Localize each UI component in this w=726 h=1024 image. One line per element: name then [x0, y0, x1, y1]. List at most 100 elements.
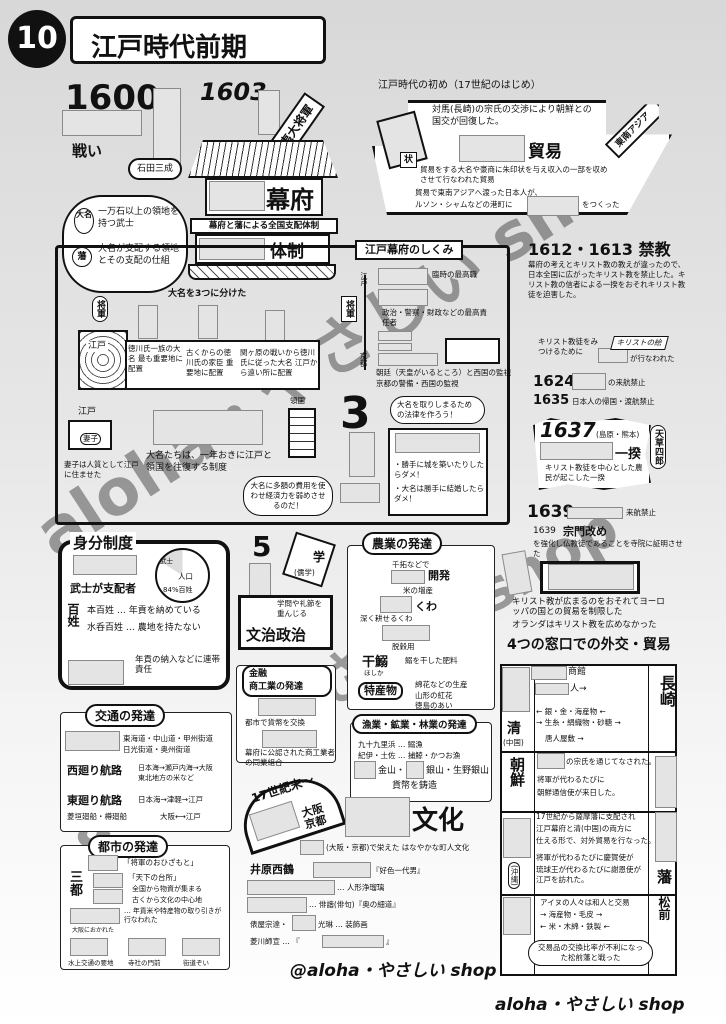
east-desc: 日本海→津軽→江戸 — [138, 795, 204, 804]
org-top: 臨時の最高職 — [432, 270, 477, 279]
answer-blank[interactable] — [535, 683, 569, 695]
law-speech: 大名を取りしまるための法律を作ろう！ — [390, 396, 485, 424]
answer-blank[interactable] — [300, 840, 324, 855]
answer-blank[interactable] — [655, 756, 677, 808]
shoko-title1: 金融 — [249, 669, 268, 679]
answer-blank[interactable] — [68, 660, 124, 685]
mitsunari-label: 石田三成 — [128, 158, 183, 180]
answer-blank[interactable] — [247, 897, 307, 913]
answer-blank[interactable] — [292, 915, 316, 931]
year-1635: 1635 — [533, 393, 570, 408]
answer-blank[interactable] — [548, 564, 634, 590]
answer-blank[interactable] — [128, 938, 166, 956]
answer-blank[interactable] — [531, 666, 567, 680]
answer-blank[interactable] — [258, 90, 280, 135]
answer-blank[interactable] — [340, 483, 380, 503]
ban-desc: 幕府の考えとキリスト教の教えが違ったので、日本全国に広がったキリスト教を禁止した… — [528, 260, 686, 299]
answer-blank[interactable] — [62, 110, 142, 136]
answer-blank[interactable] — [322, 935, 384, 948]
answer-blank[interactable] — [406, 761, 424, 779]
answer-blank[interactable] — [265, 310, 285, 344]
answer-blank[interactable] — [382, 625, 430, 641]
brand-handle: @aloha・やさしい shop — [290, 961, 497, 981]
answer-blank[interactable] — [345, 797, 410, 837]
ainu-text2: → 海産物・毛皮 → — [540, 910, 603, 919]
answer-blank[interactable] — [503, 897, 531, 935]
answer-blank[interactable] — [198, 305, 218, 339]
hoshika-yomi: ほしか — [364, 669, 384, 677]
roads2: 日光街道・奥州街道 — [123, 745, 191, 754]
answer-blank[interactable] — [93, 873, 123, 888]
table-divider — [502, 894, 675, 896]
moronobu: 菱川師宣 … 『 — [250, 937, 300, 946]
chosen-text3: 朝鮮通信使が来日した。 — [537, 788, 620, 797]
answer-blank[interactable] — [354, 761, 376, 779]
answer-blank[interactable] — [70, 938, 108, 956]
coin-text: 貨幣を鋳造 — [392, 781, 438, 791]
answer-blank[interactable] — [153, 410, 263, 445]
ikki-place: (島原・熊本) — [596, 430, 640, 439]
pie-pct: 84%百姓 — [163, 586, 193, 594]
korin: 光琳 … 装飾画 — [318, 920, 368, 929]
answer-blank[interactable] — [378, 289, 428, 306]
answer-blank[interactable] — [502, 667, 530, 712]
edo-house — [68, 420, 112, 450]
answer-blank[interactable] — [313, 862, 371, 878]
signboard-blank[interactable] — [445, 338, 500, 364]
chosen-text2: 将軍が代わるたびに — [537, 775, 605, 784]
goods-export: → 生糸・絹織物・砂糖 → — [536, 718, 621, 727]
answer-blank[interactable] — [138, 305, 158, 339]
answer-blank[interactable] — [501, 550, 533, 596]
answer-blank[interactable] — [572, 373, 606, 390]
org-kyoto: 京都 — [359, 352, 368, 367]
ainu-text3: ← 米・木綿・鉄製 ← — [540, 922, 610, 931]
y1624-text: の来航禁止 — [608, 378, 646, 387]
answer-blank[interactable] — [378, 331, 412, 341]
answer-blank[interactable] — [378, 268, 428, 285]
chosen-label: 朝鮮 — [508, 757, 526, 787]
shokan-jin: 人→ — [570, 684, 587, 694]
answer-blank[interactable] — [459, 135, 525, 162]
answer-blank[interactable] — [378, 343, 412, 351]
answer-blank[interactable] — [93, 889, 123, 904]
answer-blank[interactable] — [349, 432, 375, 477]
edo-castle-label: 江戸 — [86, 340, 109, 352]
osaka-desc2: 全国から物資が集まる — [132, 885, 202, 893]
trade-desc: 貿易をする大名や豪商に朱印状を与え収入の一部を収めさせて行なわれた貿易 — [420, 165, 608, 184]
answer-blank[interactable] — [655, 812, 677, 862]
west-route: 西廻り航路 — [67, 764, 122, 777]
shogun-label: 将軍 — [92, 296, 108, 322]
answer-blank[interactable] — [537, 753, 565, 769]
answer-blank[interactable] — [598, 348, 628, 363]
answer-blank[interactable] — [567, 507, 623, 519]
mibun-title: 身分制度 — [70, 532, 137, 553]
answer-blank[interactable] — [65, 731, 120, 751]
answer-blank[interactable] — [391, 570, 425, 584]
answer-blank[interactable] — [247, 880, 335, 895]
answer-blank[interactable] — [262, 730, 317, 748]
answer-blank[interactable] — [527, 196, 579, 216]
tokusan3: 徳島のあい — [415, 701, 453, 710]
answer-blank[interactable] — [378, 353, 438, 366]
answer-blank[interactable] — [540, 442, 613, 460]
exchange-text: 都市で貨幣を交換 — [245, 718, 305, 727]
ryukyu-text4: 将軍が代わるたびに慶賀使が — [536, 853, 634, 862]
shinpan-desc: 徳川氏一族の大名 最も重要地に配置 — [128, 344, 183, 373]
lesson-number: 10 — [8, 10, 66, 68]
answer-blank[interactable] — [73, 555, 137, 575]
ryogoku-castle — [288, 408, 316, 458]
answer-blank[interactable] — [395, 433, 480, 453]
answer-blank[interactable] — [182, 938, 220, 956]
answer-blank[interactable] — [70, 908, 120, 924]
ruler-text: 武士が支配者 — [70, 582, 136, 595]
answer-blank[interactable] — [258, 698, 316, 716]
wife-badge: 妻子 — [80, 433, 101, 445]
answer-blank[interactable] — [199, 238, 265, 260]
pie-other: 武士 — [160, 557, 173, 565]
answer-blank[interactable] — [209, 181, 265, 211]
answer-blank[interactable] — [380, 596, 412, 613]
roads1: 東海道・中山道・甲州街道 — [123, 734, 213, 743]
answer-blank[interactable] — [503, 818, 531, 858]
answer-blank[interactable] — [88, 855, 118, 871]
pie-label: 人口 — [178, 572, 193, 581]
